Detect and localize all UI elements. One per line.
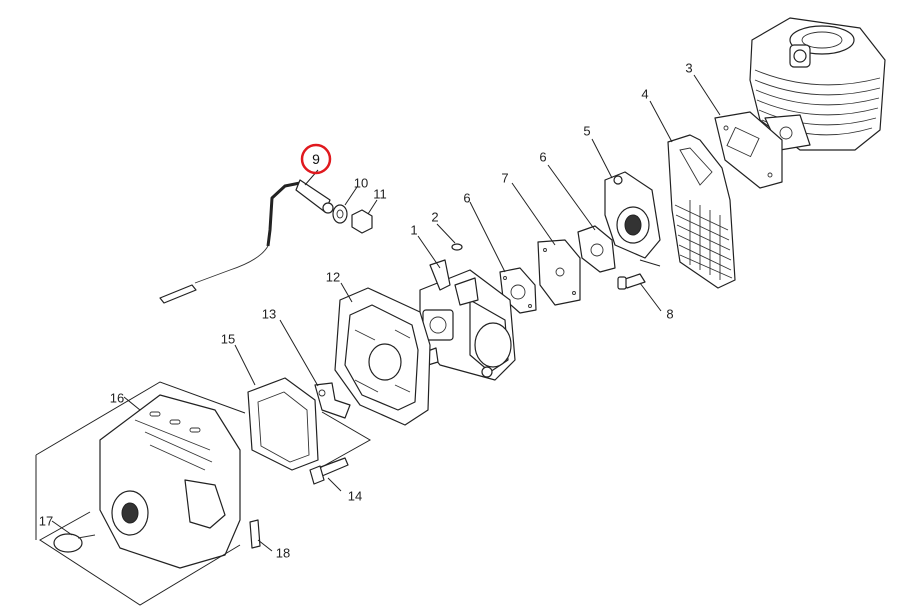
part-label-13[interactable]: 13 [261, 306, 277, 322]
part-label-8[interactable]: 8 [666, 306, 674, 322]
part-13-bracket [314, 382, 351, 419]
part-label-10[interactable]: 10 [353, 175, 369, 191]
part-18-small-part [249, 519, 261, 549]
part-label-7[interactable]: 7 [501, 170, 509, 186]
engine-cylinder [749, 17, 886, 151]
part-9-throttle-cable [159, 179, 334, 304]
part-5-manifold [604, 171, 661, 259]
part-label-11[interactable]: 11 [373, 186, 387, 202]
part-label-1[interactable]: 1 [410, 222, 418, 238]
part-4-insulator [667, 134, 736, 289]
part-14-bolt [309, 457, 349, 485]
leader-lines [35, 74, 721, 606]
part-8-screw [617, 273, 646, 290]
part-12-filter-base [334, 287, 431, 426]
part-1-carburetor [419, 243, 516, 381]
part-11-nut [351, 209, 373, 234]
part-label-3[interactable]: 3 [685, 60, 693, 76]
part-label-16[interactable]: 16 [109, 390, 125, 406]
part-7-plate [537, 239, 581, 306]
part-17-knob [53, 533, 96, 553]
part-label-12[interactable]: 12 [325, 269, 341, 285]
highlight-circle [300, 143, 332, 175]
part-label-14[interactable]: 14 [347, 488, 363, 504]
part-3-gasket [714, 111, 783, 189]
part-10-washer [332, 204, 348, 224]
part-label-15[interactable]: 15 [220, 331, 236, 347]
part-label-6-left[interactable]: 6 [463, 190, 471, 206]
part-label-17[interactable]: 17 [38, 513, 54, 529]
part-label-9[interactable]: 9 [312, 151, 320, 167]
part-16-cover [99, 394, 241, 569]
part-label-2[interactable]: 2 [431, 209, 439, 225]
part-label-5[interactable]: 5 [583, 123, 591, 139]
part-15-filter-element [247, 377, 319, 471]
part-6-gasket-right [577, 225, 616, 273]
part-label-6-right[interactable]: 6 [539, 149, 547, 165]
part-label-18[interactable]: 18 [275, 545, 291, 561]
part-label-4[interactable]: 4 [641, 86, 649, 102]
